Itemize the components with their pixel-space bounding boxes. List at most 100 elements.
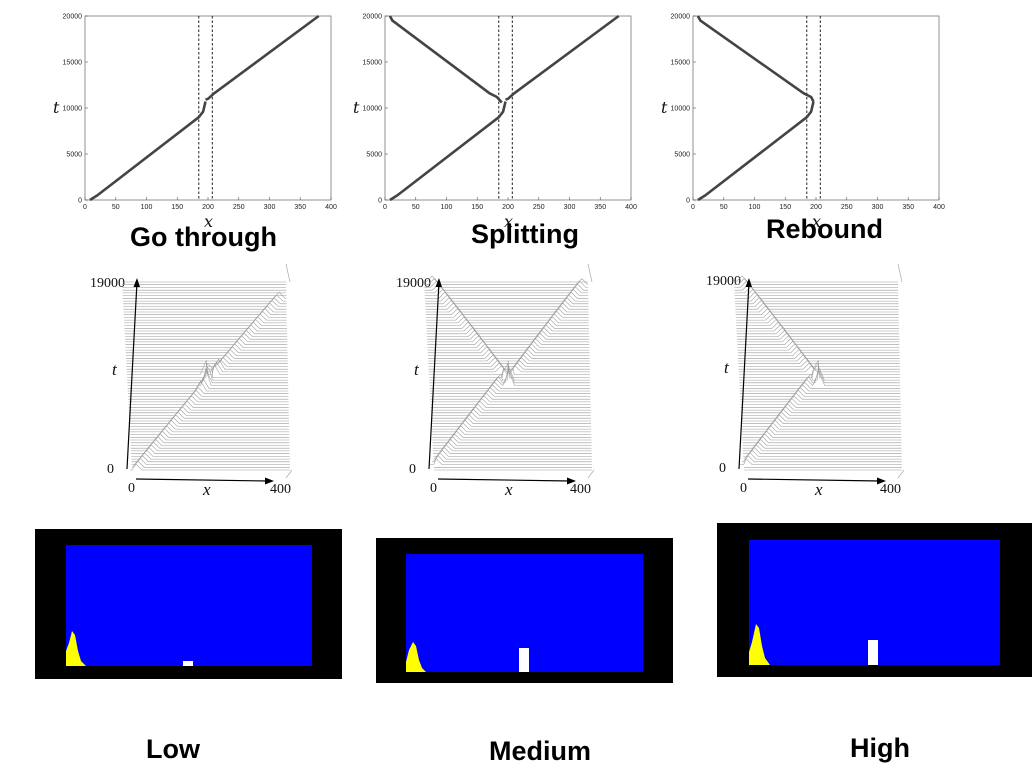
waterfall-trace (736, 313, 899, 321)
waterfall-trace (739, 365, 901, 381)
waterfall-plot-splitting: 19000 0 0 400 t x (396, 263, 595, 499)
waterfall-trace (741, 417, 901, 424)
waterfall-trace (426, 313, 589, 321)
waterfall-t-top-label: 19000 (90, 276, 125, 291)
waterfall-trace (123, 294, 287, 302)
barrier (183, 661, 193, 666)
waterfall-trace (430, 400, 591, 408)
waterfall-trace (130, 428, 290, 435)
waterfall-trace (433, 452, 592, 460)
waterfall-trace (430, 390, 591, 397)
waterfall-trace (739, 384, 901, 392)
plot-frame (692, 15, 940, 201)
barrier (519, 648, 529, 672)
waterfall-t-zero-label: 0 (409, 462, 416, 477)
waterfall-trace (125, 332, 288, 340)
waterfall-trace (124, 313, 287, 321)
t-axis-arrowhead (435, 278, 442, 287)
waterfall-traces (424, 275, 592, 471)
waterfall-trace (127, 362, 288, 378)
waterfall-trace (123, 311, 287, 318)
waterfall-trace (742, 439, 902, 446)
waterfall-trace (432, 433, 592, 441)
waterfall-trace (430, 403, 591, 411)
waterfall-trace (131, 447, 290, 454)
waterfall-trace (735, 297, 899, 305)
waterfall-trace (738, 360, 900, 367)
waterfall-trace (130, 439, 290, 446)
waterfall-trace (429, 381, 591, 389)
waterfall-trace (125, 343, 288, 351)
waterfall-trace (742, 433, 902, 441)
waterfall-x-axis-label: x (202, 480, 211, 499)
waterfall-t-zero-label: 0 (107, 462, 114, 477)
x-tick-label: 50 (112, 204, 120, 211)
label-low: Low (146, 734, 200, 764)
waterfall-trace (734, 275, 898, 283)
waterfall-trace (743, 450, 902, 457)
x-tick-label: 350 (294, 204, 306, 211)
waterfall-x-zero-label: 0 (430, 481, 437, 496)
x-tick-label: 50 (412, 204, 420, 211)
x-tick-label: 150 (779, 204, 791, 211)
waterfall-trace (129, 414, 289, 422)
waterfall-trace (129, 406, 289, 414)
waterfall-trace (428, 362, 590, 370)
waterfall-trace (737, 349, 900, 356)
waterfall-trace (743, 447, 902, 454)
plot-frame (84, 15, 332, 201)
waterfall-trace (432, 428, 592, 435)
t-axis-arrow-line (738, 281, 750, 470)
waterfall-trace (128, 395, 289, 403)
waterfall-trace (129, 422, 290, 430)
waterfall-trace (124, 319, 287, 326)
t-axis-arrow-line (428, 281, 440, 470)
waterfall-trace (130, 436, 290, 444)
waterfall-trace (129, 420, 290, 427)
waterfall-trace (741, 414, 901, 422)
waterfall-trace (425, 305, 589, 313)
waterfall-trace (432, 430, 592, 438)
label-high: High (850, 733, 910, 763)
waterfall-t-axis-label: t (112, 360, 118, 379)
waterfall-trace (739, 367, 901, 384)
trajectory-line (696, 15, 815, 103)
waterfall-trace (126, 354, 288, 362)
x-axis-arrowhead (877, 477, 886, 485)
waterfall-trace (739, 362, 900, 378)
x-tick-label: 150 (171, 204, 183, 211)
waterfall-trace (129, 409, 289, 416)
y-tick-label: 10000 (63, 106, 83, 113)
y-tick-label: 0 (78, 198, 82, 205)
waterfall-trace (432, 439, 592, 446)
x-tick-label: 150 (471, 204, 483, 211)
waterfall-trace (430, 392, 591, 400)
waterfall-trace (131, 452, 290, 460)
x-tick-label: 300 (264, 204, 276, 211)
x-tick-label: 400 (933, 204, 945, 211)
y-tick-label: 20000 (671, 14, 691, 21)
caption-rebound: Rebound (766, 214, 883, 244)
waterfall-trace (433, 450, 592, 457)
y-tick-label: 20000 (363, 14, 383, 21)
x-tick-label: 200 (810, 204, 822, 211)
waterfall-trace (125, 341, 288, 348)
waterfall-trace (742, 436, 902, 444)
waterfall-x-axis-label: x (814, 480, 823, 499)
waterfall-trace (736, 324, 899, 332)
waterfall-trace (127, 365, 289, 381)
waterfall-trace (124, 330, 288, 337)
waterfall-trace (735, 308, 899, 315)
y-tick-label: 5000 (66, 152, 82, 159)
waterfall-trace (427, 346, 590, 354)
x-tick-label: 250 (533, 204, 545, 211)
x-tick-label: 400 (625, 204, 637, 211)
waterfall-x-end-label: 400 (270, 482, 291, 497)
waterfall-trace (123, 305, 287, 313)
y-tick-label: 5000 (366, 152, 382, 159)
waterfall-trace (743, 444, 902, 452)
x-tick-label: 350 (902, 204, 914, 211)
waterfall-trace (432, 455, 592, 463)
waterfall-trace (424, 289, 589, 296)
